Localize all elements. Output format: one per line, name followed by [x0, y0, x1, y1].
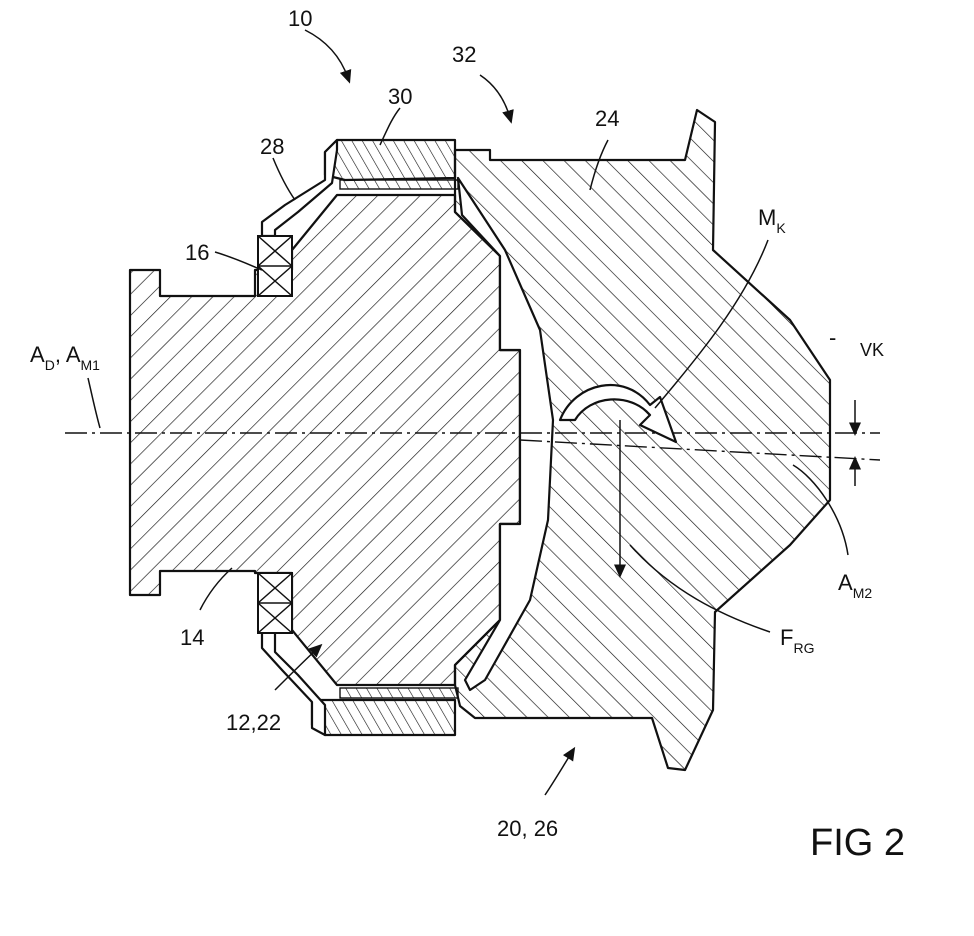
label-20-26: 20, 26 — [497, 816, 558, 841]
label-28: 28 — [260, 134, 284, 159]
leader-32 — [480, 75, 510, 118]
label-14: 14 — [180, 625, 204, 650]
label-am2: AM2 — [838, 570, 872, 601]
label-32: 32 — [452, 42, 476, 67]
bearing-needles-top — [340, 180, 458, 189]
ring-30-bottom — [312, 700, 455, 735]
leader-16 — [215, 252, 262, 270]
label-vk: VK — [860, 340, 884, 360]
figure-label: FIG 2 — [810, 822, 905, 864]
leader-14 — [200, 568, 232, 610]
leader-28 — [273, 158, 295, 200]
shaft-14 — [130, 195, 520, 685]
label-minus: - — [829, 325, 836, 350]
label-16: 16 — [185, 240, 209, 265]
bearing-needles-bottom — [340, 688, 458, 698]
leader-20-26 — [545, 752, 572, 795]
leader-10 — [305, 30, 348, 78]
ring-30-top — [325, 140, 455, 180]
label-30: 30 — [388, 84, 412, 109]
label-24: 24 — [595, 106, 619, 131]
label-12-22: 12,22 — [226, 710, 281, 735]
label-ad-am1: AD, AM1 — [30, 342, 100, 373]
leader-ad-am1 — [88, 378, 100, 428]
label-mk: MK — [758, 205, 786, 236]
label-frg: FRG — [780, 625, 814, 656]
label-10: 10 — [288, 6, 312, 31]
